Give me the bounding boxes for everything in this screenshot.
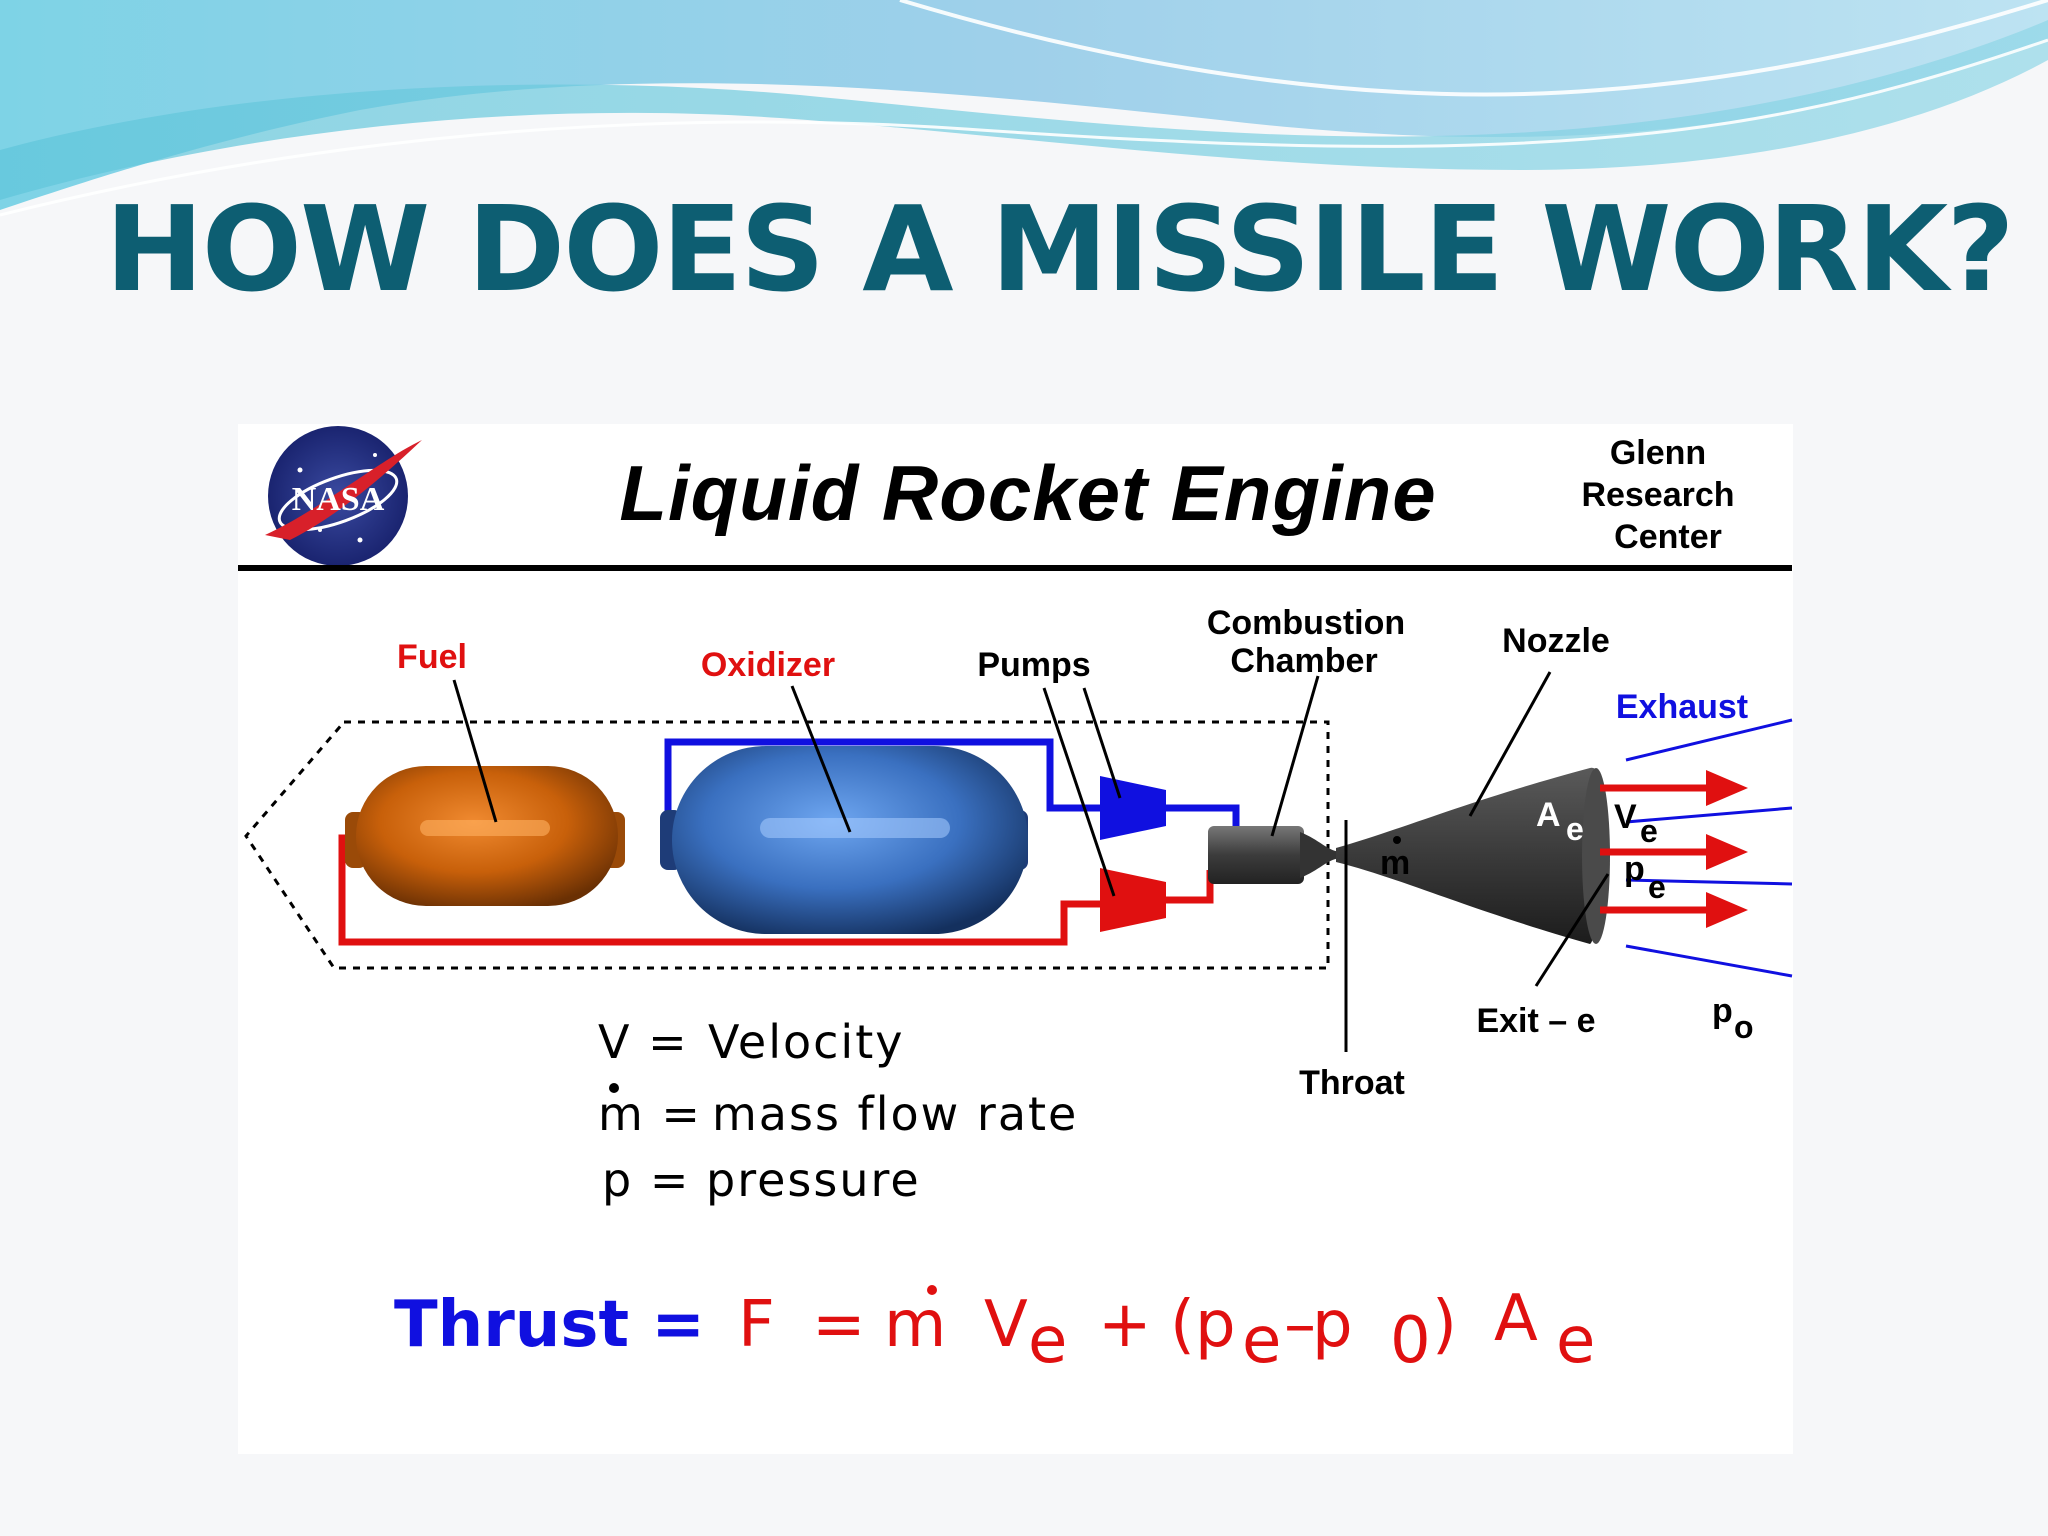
equation-v: V bbox=[984, 1288, 1028, 1362]
equation-thrust-label: Thrust = bbox=[394, 1288, 705, 1362]
vehicle-outline bbox=[244, 720, 1330, 970]
label-fuel: Fuel bbox=[397, 638, 467, 676]
oxidizer-tank bbox=[660, 746, 1028, 934]
label-velocity-exit: V bbox=[1614, 798, 1637, 836]
label-throat: Throat bbox=[1299, 1064, 1405, 1102]
exhaust-plume-lines bbox=[1625, 718, 1793, 978]
fuel-line bbox=[338, 834, 1100, 946]
org-line-3: Center bbox=[1614, 518, 1722, 556]
equation-a: A bbox=[1494, 1282, 1538, 1356]
org-line-1: Glenn bbox=[1610, 434, 1706, 472]
label-pressure-exit-sub: e bbox=[1648, 869, 1666, 905]
nozzle-exit-plane bbox=[1582, 768, 1610, 944]
header-wave-decoration bbox=[0, 0, 2048, 217]
equation-p0-sub: 0 bbox=[1390, 1304, 1431, 1378]
equation-m: m bbox=[884, 1288, 946, 1362]
equation-f: F bbox=[738, 1288, 775, 1362]
label-pressure-exit: p bbox=[1624, 850, 1645, 888]
label-combustion-line-1: Combustion bbox=[1207, 604, 1405, 642]
diagram-title: Liquid Rocket Engine bbox=[619, 449, 1436, 537]
label-exit: Exit – e bbox=[1476, 1002, 1595, 1040]
equation-p0: p bbox=[1312, 1288, 1353, 1362]
nasa-logo-icon: NASA bbox=[265, 426, 422, 566]
combustion-chamber bbox=[1208, 826, 1340, 884]
label-oxidizer: Oxidizer bbox=[701, 646, 835, 684]
label-nozzle: Nozzle bbox=[1502, 622, 1610, 660]
legend-v-definition: Velocity bbox=[708, 1015, 904, 1069]
equation-minus: – bbox=[1284, 1288, 1316, 1362]
org-line-2: Research bbox=[1581, 476, 1734, 514]
slide-title: HOW DOES A MISSILE WORK? bbox=[105, 180, 2015, 318]
nasa-logo-text: NASA bbox=[292, 481, 385, 518]
legend-v-symbol: V = bbox=[598, 1015, 689, 1069]
label-mass-flow: m bbox=[1380, 844, 1410, 882]
equation-a-sub: e bbox=[1556, 1304, 1595, 1378]
label-velocity-exit-sub: e bbox=[1640, 813, 1658, 849]
nozzle bbox=[1336, 767, 1605, 944]
leader-lines bbox=[452, 671, 1610, 987]
equation-pe-sub: e bbox=[1242, 1304, 1281, 1378]
label-combustion-line-2: Chamber bbox=[1230, 642, 1377, 680]
exhaust-arrows bbox=[1600, 770, 1748, 928]
equation-close: ) bbox=[1432, 1288, 1457, 1362]
mass-flow-dot bbox=[1393, 836, 1401, 844]
legend-p-symbol: p = bbox=[602, 1153, 690, 1207]
equation-equals: = bbox=[812, 1288, 866, 1362]
legend-m-definition: mass flow rate bbox=[712, 1087, 1078, 1141]
thrust-equation: F = m V e + (p e – p 0 ) A e bbox=[738, 1282, 1595, 1378]
equation-m-dot bbox=[927, 1285, 937, 1295]
label-area-exit: A bbox=[1536, 796, 1561, 834]
label-ambient-pressure-sub: o bbox=[1734, 1009, 1754, 1045]
legend-p-definition: pressure bbox=[706, 1153, 921, 1207]
label-exhaust: Exhaust bbox=[1616, 688, 1748, 726]
oxidizer-line bbox=[664, 738, 1100, 838]
equation-open-p: (p bbox=[1170, 1288, 1236, 1362]
equation-plus: + bbox=[1098, 1288, 1152, 1362]
legend-m-dot bbox=[609, 1083, 619, 1093]
legend-m-symbol: m = bbox=[598, 1087, 702, 1141]
fuel-pump bbox=[1100, 868, 1166, 932]
label-ambient-pressure: p bbox=[1712, 992, 1733, 1030]
equation-v-sub: e bbox=[1028, 1304, 1067, 1378]
label-area-exit-sub: e bbox=[1566, 811, 1584, 847]
fuel-tank bbox=[345, 766, 625, 906]
label-pumps: Pumps bbox=[977, 646, 1090, 684]
